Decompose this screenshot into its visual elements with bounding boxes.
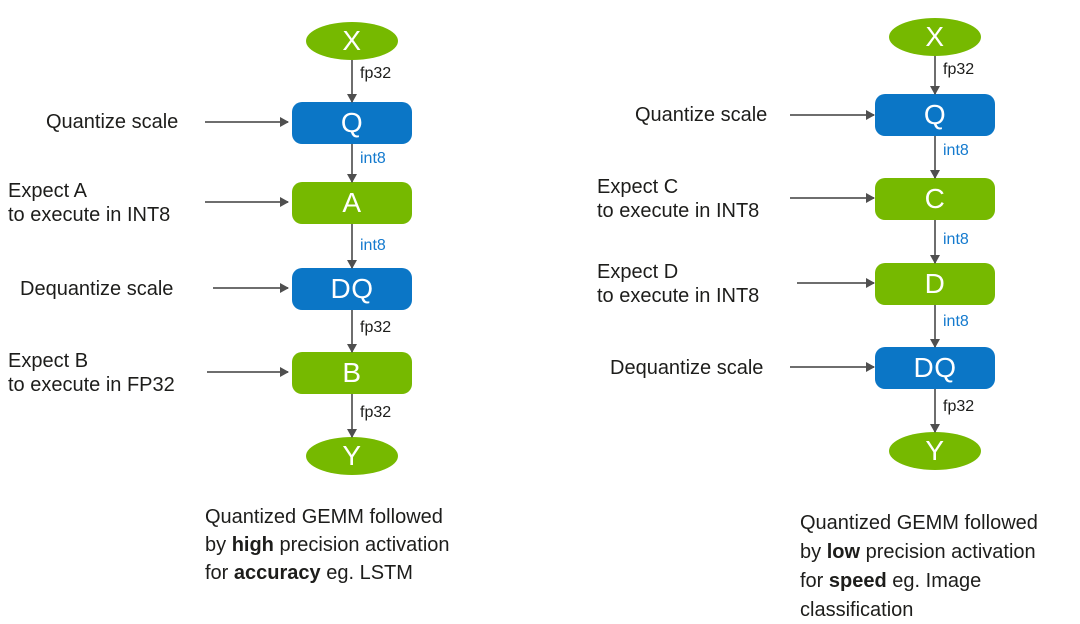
label-expect-a: Expect A to execute in INT8 (8, 180, 171, 226)
right-arrow-icon (790, 192, 875, 203)
right-arrow-icon (790, 361, 875, 372)
label-dequantize-scale: Dequantize scale (20, 278, 174, 300)
left-node-dq: DQ (292, 268, 412, 310)
node-label: D (924, 268, 946, 299)
down-arrow-icon (929, 389, 940, 433)
node-label: Q (340, 107, 364, 138)
label-expect-b: Expect B to execute in FP32 (8, 350, 175, 396)
edge-label-int8: int8 (943, 313, 969, 330)
down-arrow-icon (929, 136, 940, 179)
label-dequantize-scale: Dequantize scale (610, 357, 764, 379)
left-node-x: X (306, 22, 398, 60)
left-node-a: A (292, 182, 412, 224)
node-label: Y (925, 435, 945, 466)
edge-label-fp32: fp32 (943, 398, 975, 415)
node-label: X (925, 21, 945, 52)
down-arrow-icon (929, 305, 940, 348)
right-node-c: C (875, 178, 995, 220)
node-label: Y (342, 440, 362, 471)
caption-line: for speed eg. Image (800, 570, 982, 592)
right-node-d: D (875, 263, 995, 305)
down-arrow-icon (346, 60, 357, 103)
left-node-y: Y (306, 437, 398, 475)
right-node-dq: DQ (875, 347, 995, 389)
node-label: DQ (913, 352, 957, 383)
caption-line: classification (800, 599, 914, 621)
edge-label-fp32: fp32 (360, 404, 392, 421)
down-arrow-icon (346, 224, 357, 269)
edge-label-fp32: fp32 (360, 65, 392, 82)
right-arrow-icon (790, 109, 875, 120)
edge-label-int8: int8 (360, 150, 386, 167)
label-expect-d: Expect D to execute in INT8 (597, 261, 760, 307)
right-arrow-icon (205, 116, 289, 127)
right-node-x: X (889, 18, 981, 56)
node-label: DQ (330, 273, 374, 304)
left-node-q: Q (292, 102, 412, 144)
left-caption: Quantized GEMM followed by high precisio… (205, 503, 450, 587)
edge-label-int8: int8 (943, 142, 969, 159)
node-label: C (924, 183, 946, 214)
right-node-q: Q (875, 94, 995, 136)
node-label: Q (923, 99, 947, 130)
right-node-y: Y (889, 432, 981, 470)
node-label: B (342, 357, 362, 388)
edge-label-fp32: fp32 (360, 319, 392, 336)
down-arrow-icon (346, 394, 357, 438)
edge-label-fp32: fp32 (943, 61, 975, 78)
right-arrow-icon (797, 277, 875, 288)
caption-line: by high precision activation (205, 534, 450, 556)
caption-line: for accuracy eg. LSTM (205, 562, 413, 584)
right-arrow-icon (207, 366, 289, 377)
down-arrow-icon (346, 144, 357, 183)
right-arrow-icon (205, 196, 289, 207)
down-arrow-icon (346, 310, 357, 353)
caption-line: Quantized GEMM followed (205, 506, 443, 528)
label-quantize-scale: Quantize scale (635, 104, 768, 126)
down-arrow-icon (929, 220, 940, 264)
label-expect-c: Expect C to execute in INT8 (597, 176, 760, 222)
left-node-b: B (292, 352, 412, 394)
right-arrow-icon (213, 282, 289, 293)
caption-line: by low precision activation (800, 541, 1036, 563)
node-label: X (342, 25, 362, 56)
caption-line: Quantized GEMM followed (800, 512, 1038, 534)
right-caption: Quantized GEMM followed by low precision… (800, 509, 1038, 624)
edge-label-int8: int8 (943, 231, 969, 248)
edge-label-int8: int8 (360, 237, 386, 254)
node-label: A (342, 187, 362, 218)
down-arrow-icon (929, 56, 940, 95)
label-quantize-scale: Quantize scale (46, 111, 179, 133)
